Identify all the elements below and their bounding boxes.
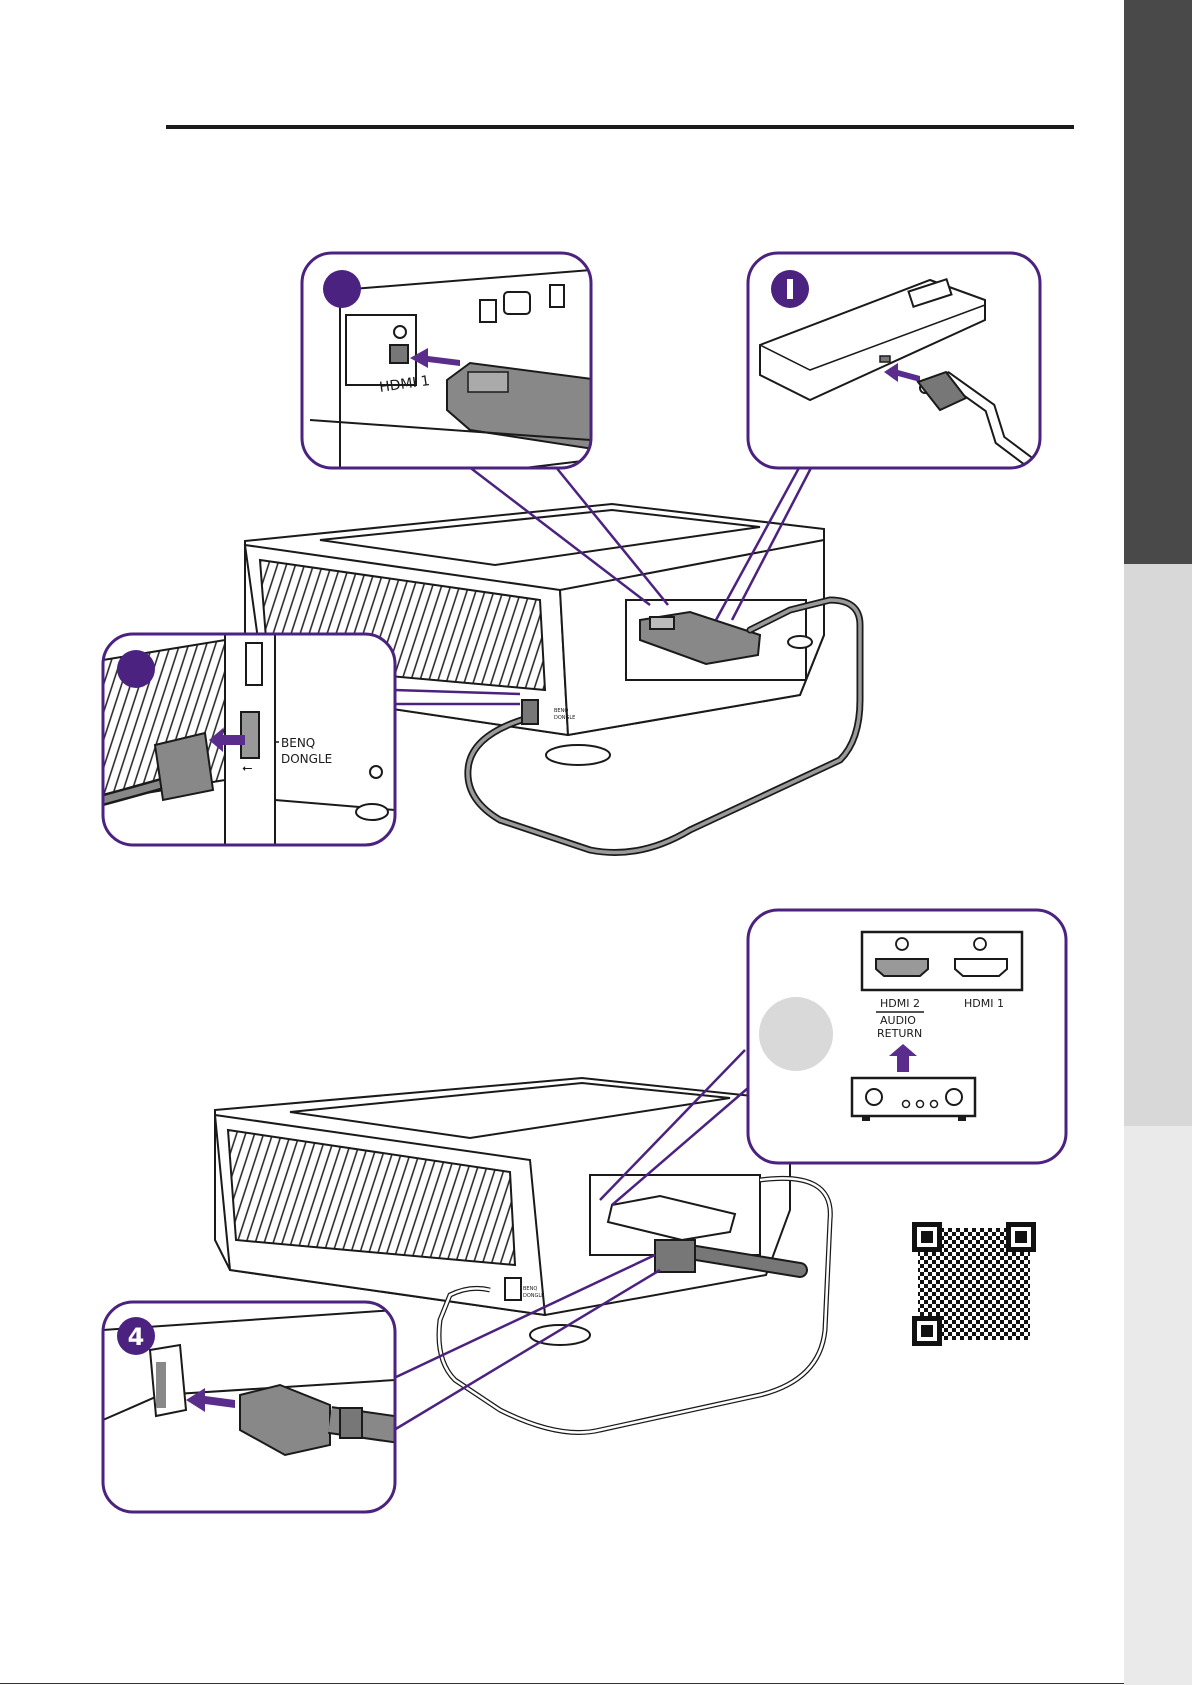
side-dongle-label-1: DONGLE: [554, 715, 575, 721]
side-dongle-label-2: DONGLE: [523, 1293, 544, 1299]
step-number-4: 4: [128, 1323, 145, 1351]
callout-hdmi-arc-panel: HDMI 2 AUDIO RETURN HDMI 1: [748, 910, 1066, 1163]
step-badge-1: [323, 270, 361, 308]
step-badge-3: [117, 650, 155, 688]
step-badge-grey: [759, 997, 833, 1071]
callout-hdmi-port: HDMI 1: [302, 253, 600, 490]
hdmi-port-icon: [876, 959, 928, 976]
side-benq-label-1: BENQ: [554, 708, 568, 714]
side-benq-label-2: BENQ: [523, 1286, 537, 1292]
usb-symbol-icon: ⭠: [242, 761, 252, 776]
callout-power-cable: 4: [103, 1302, 400, 1512]
panel-hdmi2-label: HDMI 2: [880, 997, 920, 1010]
callout-dongle-cable: [748, 253, 1040, 470]
callout-usb-port: BENQ DONGLE ⭠: [103, 634, 395, 845]
benq-dongle-label-line2: DONGLE: [281, 752, 332, 766]
benq-dongle-label-line1: BENQ: [281, 736, 315, 750]
panel-hdmi1-label: HDMI 1: [964, 997, 1004, 1010]
qr-code-icon: [912, 1222, 1036, 1346]
audio-return-label-line2: RETURN: [877, 1027, 922, 1040]
audio-return-label-line1: AUDIO: [880, 1014, 916, 1027]
